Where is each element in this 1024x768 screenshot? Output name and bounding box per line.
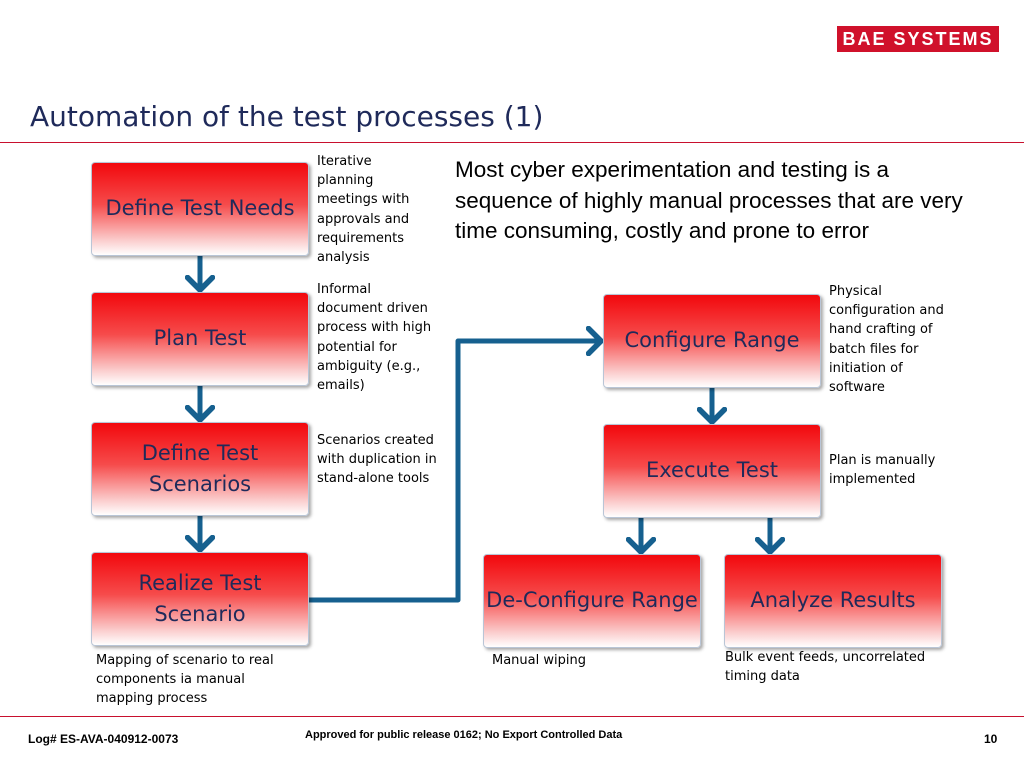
intro-text: Most cyber experimentation and testing i… bbox=[455, 157, 963, 244]
bae-systems-logo: BAE SYSTEMS bbox=[837, 26, 999, 52]
plan-test-box: Plan Test bbox=[91, 292, 309, 386]
plan-test-note: Informal document driven process with hi… bbox=[317, 282, 432, 394]
footer-divider bbox=[0, 716, 1024, 717]
define-test-scenarios-box: Define Test Scenarios bbox=[91, 422, 309, 516]
log-number: Log# ES-AVA-040912-0073 bbox=[28, 732, 179, 746]
header-divider bbox=[0, 142, 1024, 143]
realize-test-scenario-box: Realize Test Scenario bbox=[91, 552, 309, 646]
configure-range-note: Physical configuration and hand crafting… bbox=[829, 284, 944, 396]
execute-test-box: Execute Test bbox=[603, 424, 821, 518]
approval-notice: Approved for public release 0162; No Exp… bbox=[305, 729, 623, 741]
arrow-realize-to-configure bbox=[306, 341, 601, 603]
configure-range-box: Configure Range bbox=[603, 294, 821, 388]
deconfigure-range-box: De-Configure Range bbox=[483, 554, 701, 648]
define-test-needs-box: Define Test Needs bbox=[91, 162, 309, 256]
deconfigure-range-note: Manual wiping bbox=[492, 653, 586, 668]
define-test-needs-note: Iterative planning meetings with approva… bbox=[317, 154, 410, 266]
realize-test-scenario-note: Mapping of scenario to real components i… bbox=[96, 653, 274, 707]
slide-title: Automation of the test processes (1) bbox=[30, 100, 544, 133]
analyze-results-box: Analyze Results bbox=[724, 554, 942, 648]
analyze-results-note: Bulk event feeds, uncorrelated timing da… bbox=[725, 650, 926, 685]
define-test-scenarios-note: Scenarios created with duplication in st… bbox=[317, 433, 437, 487]
page-number: 10 bbox=[984, 732, 998, 746]
execute-test-note: Plan is manually implemented bbox=[829, 453, 936, 488]
